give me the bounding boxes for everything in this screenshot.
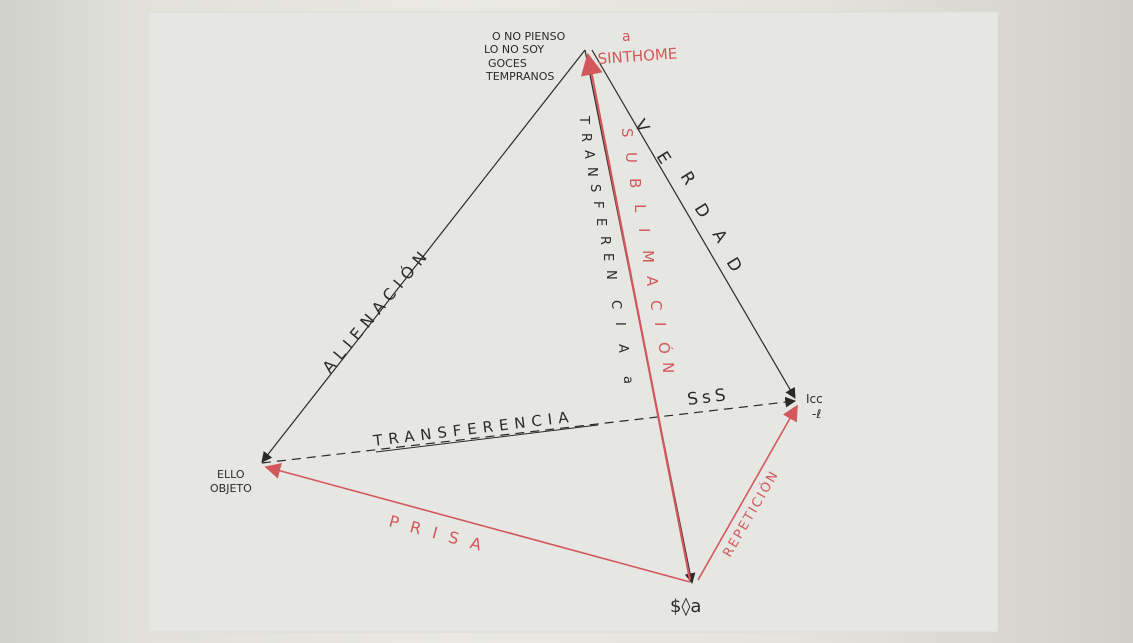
transferencia-a-letter: F [590,201,605,208]
transferencia-a-letter: N [584,167,599,177]
transferencia-a-letter: R [597,236,612,245]
transferencia-a-letter: N [603,270,618,280]
transferencia-a-letter: C [608,300,623,309]
verdad-letter: D [722,254,746,276]
top-label-line-2: LO NO SOY [484,43,544,56]
label-transferencia-a: T R A N S F E R E N C I A a [576,115,635,384]
label-alienacion: ALIENACIÓN [319,243,435,376]
left-label-ello: ELLO [217,468,245,481]
verdad-letter: R [676,168,699,189]
edge-sublimacion [580,52,692,581]
right-label-icc: Icc [806,392,823,406]
left-vertex-labels: ELLO OBJETO [210,468,252,495]
transferencia-a-letter: A [581,150,596,159]
sublimacion-letter: U [622,152,640,163]
sublimacion-letter: L [631,204,649,213]
bottom-vertex-label: $◊a [670,596,701,617]
sublimacion-letter: A [643,276,661,287]
top-vertex-labels: O NO PIENSO LO NO SOY GOCES TEMPRANOS [484,30,566,83]
edge-repeticion [697,404,798,581]
right-label-l: -ℓ [812,407,821,421]
transferencia-a-letter: S [587,184,602,192]
label-prisa: PRISA [387,512,495,558]
top-label-line-1: O NO PIENSO [492,30,566,43]
sublimacion-letter: S [618,128,636,138]
transferencia-a-letter: a [620,376,635,384]
edge-verdad [591,49,796,399]
sublimacion-letter: C [647,300,665,310]
top-label-line-4: TEMPRANOS [485,70,554,83]
transferencia-a-letter: A [615,344,630,353]
right-vertex-labels: Icc -ℓ [806,392,823,421]
paper-edge [147,11,999,633]
label-sss: SsS [686,385,731,410]
sublimacion-letter: N [659,362,677,373]
sublimacion-letter: B [626,178,644,188]
verdad-letter: D [690,200,714,222]
top-label-line-3: GOCES [488,57,527,70]
sublimacion-letter: M [639,250,657,263]
transferencia-a-letter: R [578,133,593,142]
sublimacion-letter: I [651,322,669,326]
transferencia-a-letter: E [600,253,615,261]
edge-transferencia-dashed [261,396,797,464]
label-repeticion: REPETICIÓN [720,467,783,560]
sublimacion-letter: Ó [655,342,674,354]
verdad-letter: A [708,226,731,247]
verdad-letter: E [652,148,675,168]
paper-sheet [148,12,998,632]
top-red-a: a [622,29,631,45]
edge-prisa [264,463,691,583]
transferencia-a-letter: E [593,218,608,226]
transferencia-a-letter: T [576,115,591,124]
transferencia-a-letter: I [612,322,627,326]
label-sublimacion: S U B L I M A C I Ó N [618,128,677,373]
top-vertex-red-labels: a SINTHOME [597,29,678,68]
edge-alienacion [261,49,586,463]
left-label-objeto: OBJETO [210,482,252,495]
sublimacion-letter: I [635,228,653,232]
transferencia-underline [375,424,599,453]
top-red-sinthome: SINTHOME [597,44,678,68]
label-transferencia: TRANSFERENCIA [371,407,575,450]
